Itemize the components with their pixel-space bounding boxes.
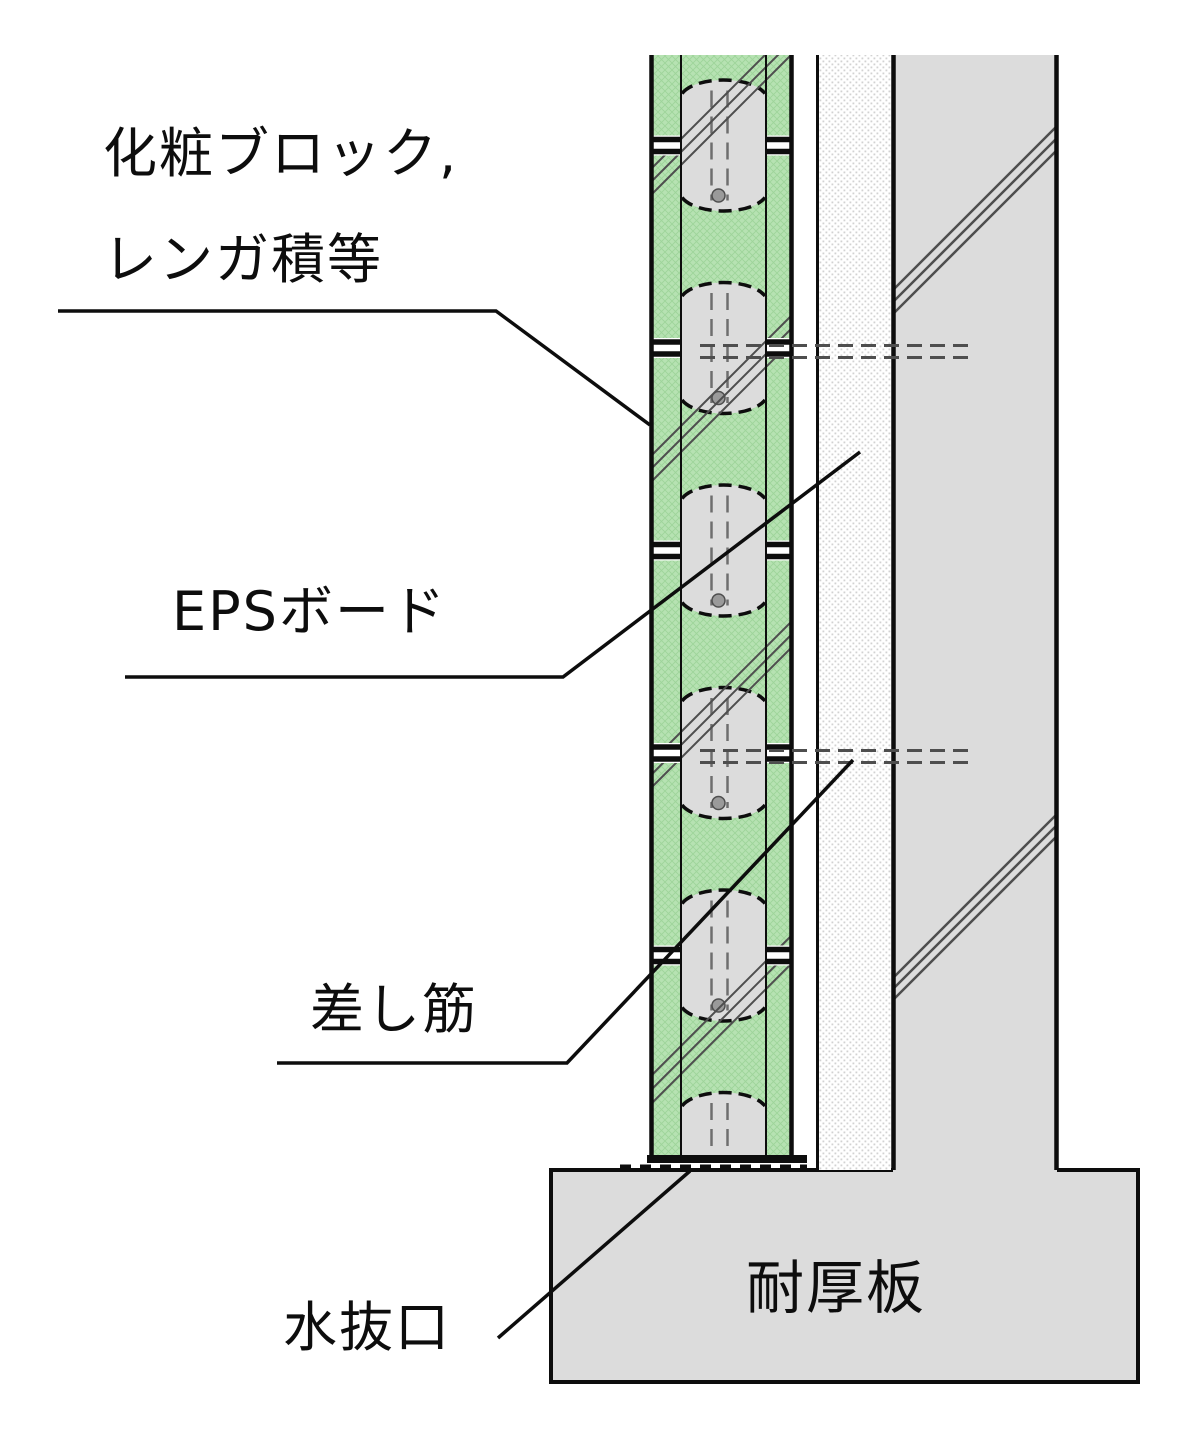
- concrete-wall: [891, 55, 1059, 1382]
- rebar-section-dots: [711, 188, 726, 1013]
- label-eps-board: EPSボード: [172, 580, 447, 643]
- eps-board-layer: [816, 55, 891, 1170]
- label-drain-outlet: 水抜口: [283, 1296, 451, 1359]
- leader-dowel-bar: [277, 758, 855, 1065]
- leader-eps-board: [125, 450, 862, 679]
- label-bearing-slab: 耐厚板: [746, 1254, 927, 1322]
- label-veneer-line1: 化粧ブロック,: [103, 122, 459, 185]
- concrete-hatch-lines: [895, 126, 1055, 1000]
- leader-drain-outlet: [496, 1169, 692, 1340]
- label-dowel-bar: 差し筋: [310, 978, 478, 1041]
- block-cores: [680, 78, 767, 1160]
- eps-board-body: [819, 55, 891, 1170]
- label-veneer-line2: レンガ積等: [103, 228, 383, 291]
- masonry-veneer-wall: [620, 55, 807, 1171]
- leader-lines: [58, 309, 862, 1340]
- leader-veneer: [58, 309, 652, 427]
- block-hatch-lines: [651, 55, 792, 1104]
- block-base-bar: [647, 1155, 807, 1163]
